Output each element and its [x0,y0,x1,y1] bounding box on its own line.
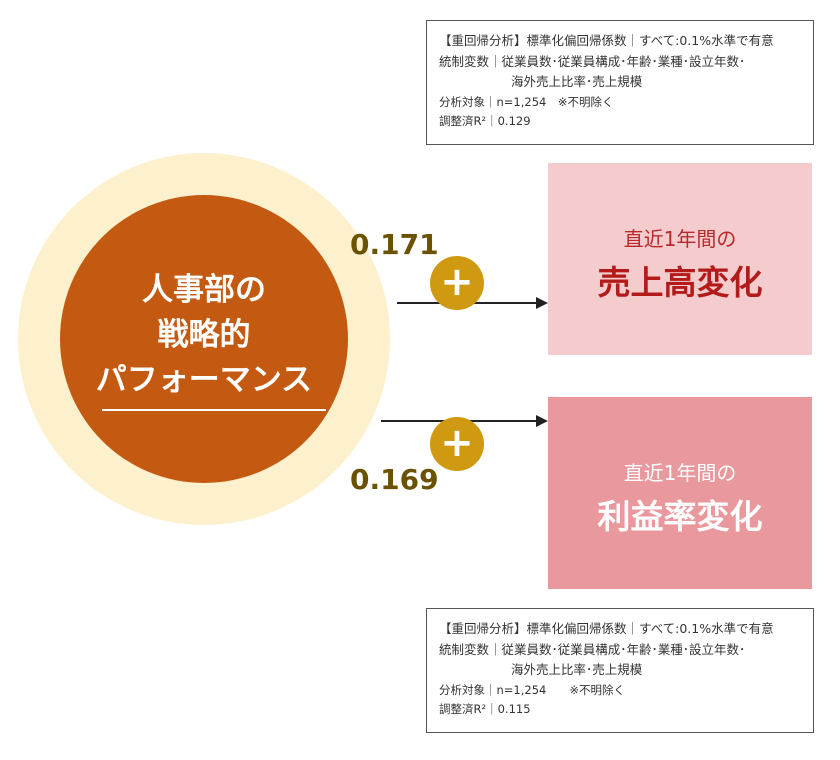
info-line: 分析対象｜n=1,254 ※不明除く [439,94,614,109]
info-line: 海外売上比率･売上規模 [511,74,643,90]
info-line: 【重回帰分析】標準化偏回帰係数｜すべて:0.1%水準で有意 [439,33,774,48]
result-subtitle: 直近1年間の [623,461,737,485]
arrow-head-bottom [536,415,548,427]
result-box-profit: 直近1年間の 利益率変化 [548,397,812,589]
circle-label: 人事部の 戦略的 パフォーマンス [60,268,348,403]
info-line: 調整済R²｜0.129 [439,114,531,129]
plus-icon: + [430,417,484,471]
plus-icon: + [430,256,484,310]
circle-label-line: パフォーマンス [95,362,313,398]
info-line: 海外売上比率･売上規模 [511,662,643,678]
regression-info-box-top: 【重回帰分析】標準化偏回帰係数｜すべて:0.1%水準で有意 統制変数｜従業員数･… [426,20,814,145]
result-title: 利益率変化 [597,497,763,536]
info-line: 統制変数｜従業員数･従業員構成･年齢･業種･設立年数･ [439,641,746,657]
result-subtitle: 直近1年間の [623,227,737,251]
arrow-head-top [536,297,548,309]
regression-info-box-bottom: 【重回帰分析】標準化偏回帰係数｜すべて:0.1%水準で有意 統制変数｜従業員数･… [426,608,814,733]
result-title: 売上高変化 [597,263,763,302]
circle-label-line: 人事部の [142,272,266,308]
inner-circle [60,195,348,483]
circle-label-line: 戦略的 [157,317,251,353]
result-box-sales: 直近1年間の 売上高変化 [548,163,812,355]
info-line: 分析対象｜n=1,254 ※不明除く [439,682,625,697]
info-line: 【重回帰分析】標準化偏回帰係数｜すべて:0.1%水準で有意 [439,621,774,636]
circle-underline [102,409,326,411]
info-line: 調整済R²｜0.115 [439,702,531,717]
coefficient-bottom: 0.169 [350,463,439,496]
info-line: 統制変数｜従業員数･従業員構成･年齢･業種･設立年数･ [439,53,746,69]
coefficient-top: 0.171 [350,228,439,261]
